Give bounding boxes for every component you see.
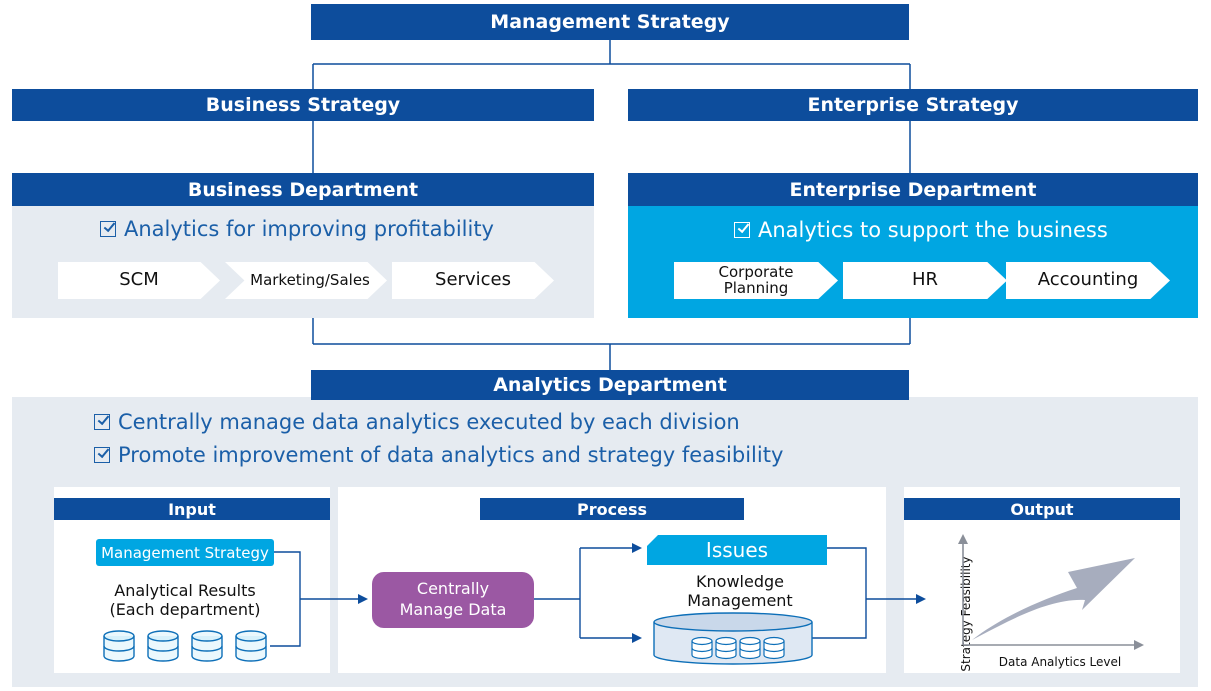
business-check-text: Analytics for improving profitability xyxy=(124,217,494,241)
database-icon-1 xyxy=(103,630,135,662)
issues-box: Issues xyxy=(647,535,827,565)
enterprise-department-title: Enterprise Department xyxy=(628,173,1198,206)
document-icon xyxy=(647,535,658,546)
growth-arrow xyxy=(972,558,1135,640)
enterprise-step-accounting: Accounting xyxy=(1006,262,1170,299)
checkbox-icon xyxy=(100,221,116,237)
checkbox-icon xyxy=(94,447,110,463)
input-title: Input xyxy=(54,498,330,520)
enterprise-step-hr: HR xyxy=(843,262,1007,299)
output-title: Output xyxy=(904,498,1180,520)
enterprise-step-corporate-planning: Corporate Planning xyxy=(674,262,838,299)
analytics-check-2: Promote improvement of data analytics an… xyxy=(94,443,783,467)
enterprise-strategy-header: Enterprise Strategy xyxy=(628,89,1198,121)
knowledge-management-label: Knowledge Management xyxy=(687,572,793,611)
business-department-title: Business Department xyxy=(12,173,594,206)
checkbox-icon xyxy=(94,414,110,430)
analytics-check-1: Centrally manage data analytics executed… xyxy=(94,410,740,434)
business-department-check: Analytics for improving profitability xyxy=(100,217,494,241)
business-step-services: Services xyxy=(392,262,554,299)
analytics-department-title: Analytics Department xyxy=(311,370,909,400)
centrally-manage-data-box: Centrally Manage Data xyxy=(372,572,534,628)
database-icon-4 xyxy=(235,630,267,662)
business-strategy-header: Business Strategy xyxy=(12,89,594,121)
business-step-scm: SCM xyxy=(58,262,220,299)
output-chart-axes xyxy=(958,534,1144,650)
database-icon-2 xyxy=(147,630,179,662)
checkbox-icon xyxy=(734,222,750,238)
input-management-strategy-tag: Management Strategy xyxy=(96,539,274,566)
input-analytical-results: Analytical Results (Each department) xyxy=(109,581,261,620)
process-title: Process xyxy=(480,498,744,520)
storage-database-icons xyxy=(691,636,785,660)
database-icon-3 xyxy=(191,630,223,662)
enterprise-department-check: Analytics to support the business xyxy=(734,218,1108,242)
enterprise-check-text: Analytics to support the business xyxy=(758,218,1108,242)
management-strategy-header: Management Strategy xyxy=(311,4,909,40)
output-x-axis-label: Data Analytics Level xyxy=(998,655,1122,669)
database-icons xyxy=(103,630,267,662)
business-step-marketing-sales: Marketing/Sales xyxy=(225,262,387,299)
